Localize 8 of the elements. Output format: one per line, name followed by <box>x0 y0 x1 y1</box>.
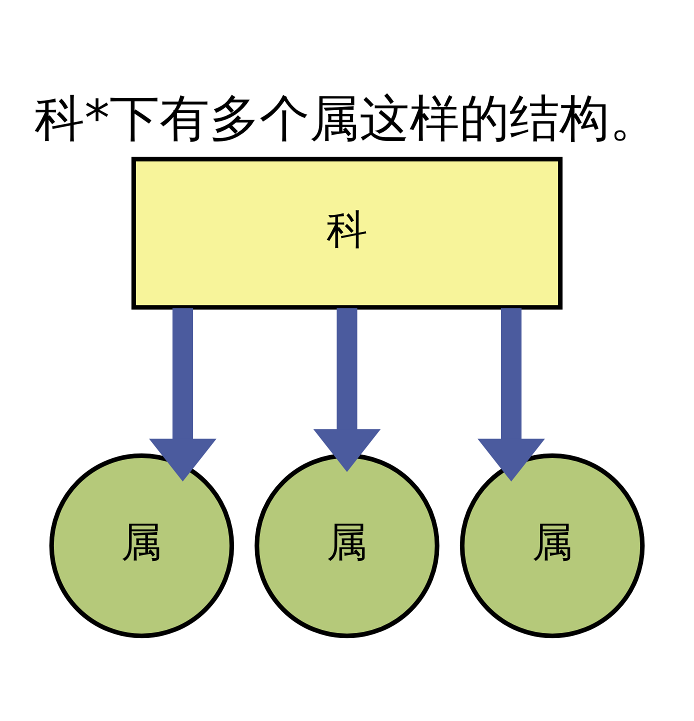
node-circle: 属 <box>460 452 645 638</box>
node-circle: 属 <box>254 452 440 638</box>
arrow <box>149 308 216 482</box>
arrow <box>313 308 381 472</box>
diagram-title: 科*下有多个属这样的结构。 <box>34 88 660 147</box>
node-circle: 属 <box>49 452 234 638</box>
node-box: 科 <box>131 156 563 310</box>
arrow <box>478 308 545 482</box>
